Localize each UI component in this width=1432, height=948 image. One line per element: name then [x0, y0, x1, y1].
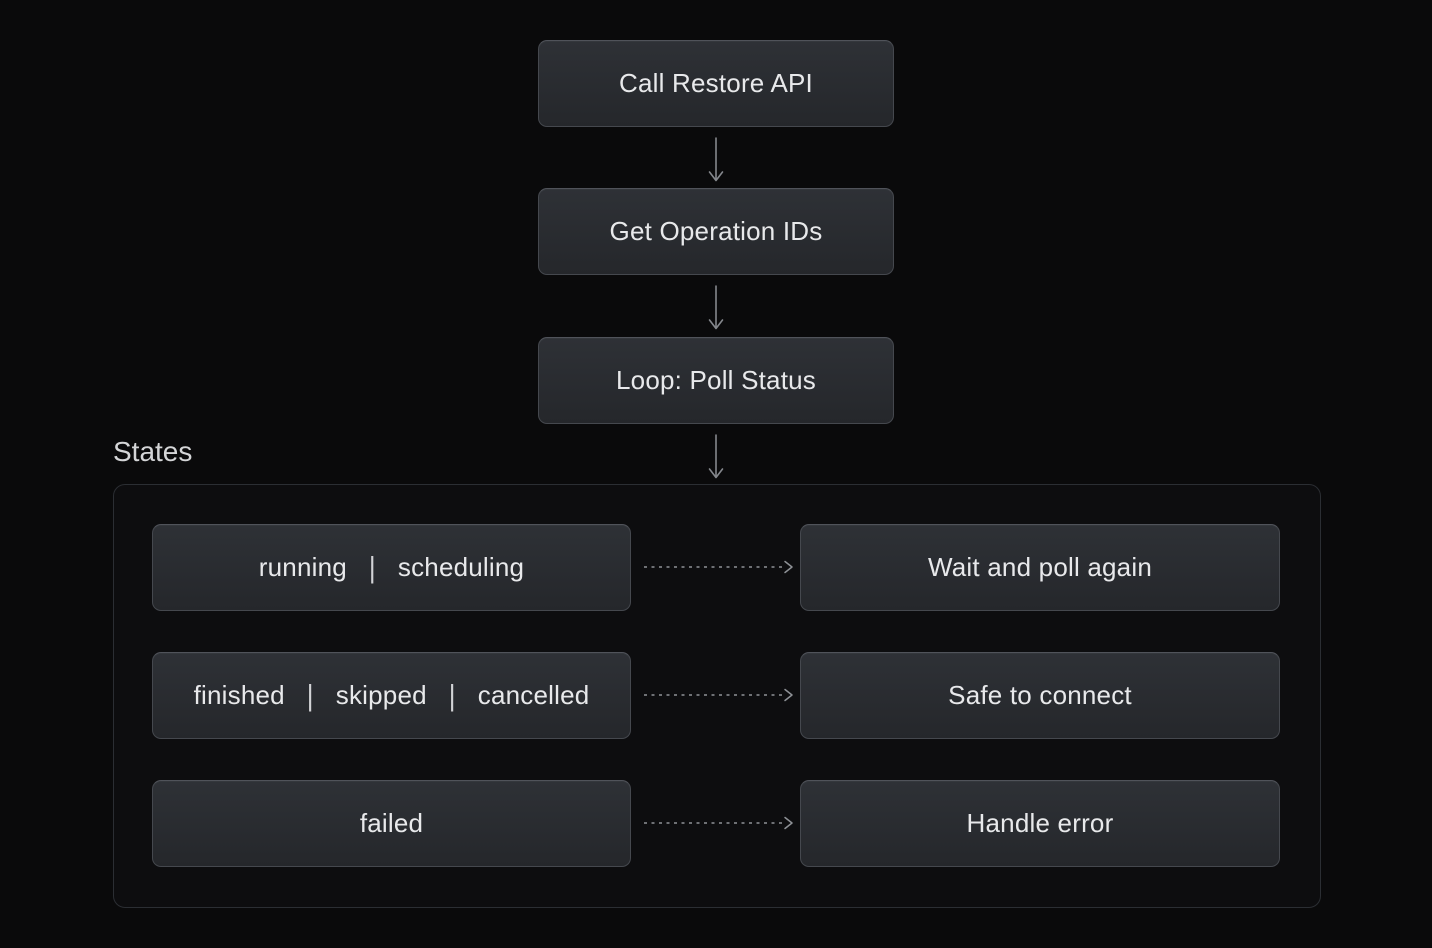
state-box-running-scheduling: running | scheduling [152, 524, 631, 611]
dashed-arrow-right-icon [642, 557, 796, 577]
node-call-restore-api: Call Restore API [538, 40, 894, 127]
action-box-safe-to-connect: Safe to connect [800, 652, 1280, 739]
node-get-operation-ids: Get Operation IDs [538, 188, 894, 275]
state-box-finished-skipped-cancelled: finished | skipped | cancelled [152, 652, 631, 739]
dashed-arrow-right-icon [642, 813, 796, 833]
states-section-title: States [113, 436, 193, 467]
pipe-separator: | [306, 677, 314, 713]
pipe-separator: | [368, 549, 376, 585]
node-label: Loop: Poll Status [616, 365, 816, 395]
action-box-wait-and-poll-again: Wait and poll again [800, 524, 1280, 611]
arrow-down-icon [706, 137, 726, 183]
node-loop-poll-status: Loop: Poll Status [538, 337, 894, 424]
pipe-separator: | [448, 677, 456, 713]
node-label: Call Restore API [619, 68, 813, 98]
node-label: Get Operation IDs [609, 216, 823, 246]
action-label: Handle error [966, 808, 1114, 838]
state-label: running [258, 552, 347, 582]
state-label: finished [193, 680, 285, 710]
action-label: Safe to connect [948, 680, 1132, 710]
state-box-failed: failed [152, 780, 631, 867]
state-label: skipped [335, 680, 427, 710]
dashed-arrow-right-icon [642, 685, 796, 705]
arrow-down-icon [706, 434, 726, 480]
arrow-down-icon [706, 285, 726, 331]
action-box-handle-error: Handle error [800, 780, 1280, 867]
state-label: scheduling [397, 552, 525, 582]
state-label: failed [359, 808, 424, 838]
state-label: cancelled [477, 680, 590, 710]
action-label: Wait and poll again [928, 552, 1152, 582]
